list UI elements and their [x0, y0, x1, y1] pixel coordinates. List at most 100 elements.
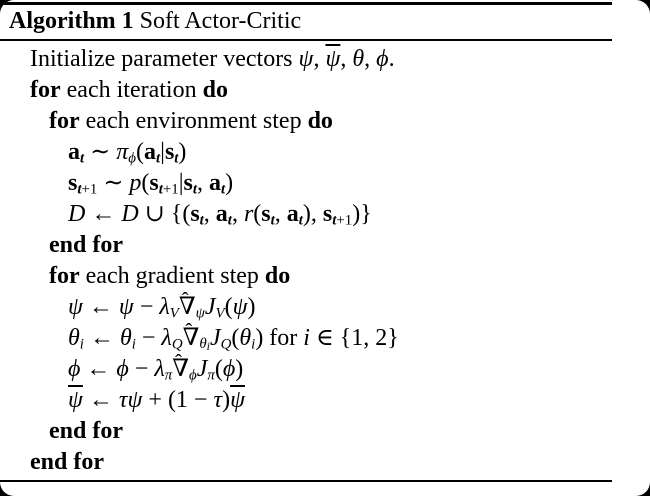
subscript: Q [172, 336, 183, 352]
math-token: do [264, 263, 291, 289]
math-token: , [364, 46, 377, 72]
math-token: t [158, 181, 163, 198]
subscript: t [271, 212, 275, 228]
subscript: i [132, 336, 136, 352]
math-token: at [209, 170, 226, 198]
math-token: Q [220, 336, 232, 353]
math-token: each gradient step [79, 263, 265, 289]
math-token: ϕ [376, 46, 389, 72]
subscript: ϕ [128, 150, 136, 166]
math-token: st+1 [322, 201, 353, 229]
math-token: θi [119, 325, 136, 353]
math-token: end for [49, 418, 123, 444]
math-token: ← [82, 387, 119, 413]
math-token: ) [225, 170, 234, 196]
math-token: ) for [255, 325, 304, 351]
math-token: t [77, 181, 82, 198]
subscript: t+1 [77, 181, 97, 197]
math-token: t [270, 212, 275, 229]
math-token: ψ [68, 294, 83, 320]
math-token: , [313, 46, 326, 72]
math-token: st [261, 201, 275, 229]
math-token: for [49, 108, 80, 134]
subscript: π [207, 367, 214, 383]
subscript: t+1 [159, 181, 179, 197]
subscript: t [156, 150, 160, 166]
math-token: ) [247, 294, 256, 320]
math-token: +1 [336, 212, 353, 229]
bottom-rule [0, 480, 612, 482]
math-token: t [221, 181, 226, 198]
algorithm-label: Algorithm 1 [9, 8, 134, 34]
math-token: πϕ [116, 139, 136, 167]
math-token: t [298, 212, 303, 229]
math-token: ϕ [189, 367, 197, 384]
math-token: ψ [195, 305, 205, 322]
math-token: ∼ [97, 170, 130, 196]
math-token: ψ [325, 46, 341, 72]
math-token: i [251, 336, 256, 353]
algo-line-4: at ∼ πϕ(at|st) [0, 137, 650, 168]
math-token: θ [352, 46, 365, 72]
math-token: Initialize parameter vectors [30, 46, 299, 72]
math-token: i [131, 336, 136, 353]
math-token: ∈ {1, 2} [309, 325, 399, 351]
math-token: π [207, 367, 215, 384]
hat-accent: ˆ [181, 288, 189, 311]
algorithm-header: Algorithm 1 Soft Actor-Critic [9, 6, 301, 36]
math-token: π [164, 367, 173, 384]
math-token: ψ [230, 387, 245, 413]
subscript: t [80, 150, 84, 166]
math-token: . [388, 46, 395, 72]
math-token: ψ [118, 294, 134, 320]
math-token: Jπ [196, 356, 215, 384]
math-token: JQ [209, 325, 232, 353]
math-token: i [206, 339, 210, 354]
math-token: V [215, 305, 225, 322]
hat-accent: ˆ [175, 350, 182, 373]
subscript: π [165, 367, 172, 383]
math-token: st [164, 139, 179, 167]
math-token: ( [231, 325, 240, 351]
math-token: | [178, 170, 184, 196]
math-token: )} [352, 201, 372, 227]
algo-line-7: end for [0, 230, 650, 261]
math-token: ψ [232, 294, 248, 320]
math-token: end for [49, 232, 123, 258]
math-token: do [307, 108, 333, 134]
math-token: ϕ [116, 356, 129, 382]
math-token: λQ [161, 325, 183, 353]
math-token: st+1 [68, 170, 98, 198]
math-token: for [49, 263, 80, 289]
math-token: t [155, 150, 161, 167]
math-token: , [274, 201, 287, 227]
math-token: D [68, 201, 86, 227]
math-token: t [227, 212, 232, 229]
math-token: , [197, 170, 210, 196]
subscript: Q [221, 336, 232, 352]
math-token: θi [239, 325, 256, 353]
subscript: t [228, 212, 232, 228]
math-token: ← [85, 201, 122, 227]
math-token: τ [213, 387, 223, 413]
math-token: t [199, 212, 204, 229]
math-token: t [192, 181, 198, 198]
math-token: st+1 [149, 170, 179, 198]
math-token: ( [141, 170, 150, 196]
subscript: t [193, 181, 197, 197]
math-token: i [79, 336, 84, 353]
algo-line-1: Initialize parameter vectors ψ, ψ, θ, ϕ. [0, 44, 650, 75]
math-token: t [174, 150, 179, 167]
header-rule [0, 39, 612, 41]
math-token: do [202, 77, 228, 103]
math-token: ϕ [68, 356, 81, 382]
math-token: − [133, 294, 160, 320]
math-token: end for [30, 449, 104, 475]
math-token: ( [253, 201, 262, 227]
math-token: t [332, 212, 337, 229]
math-token: + (1 − [142, 387, 214, 413]
math-token: t [80, 150, 85, 167]
